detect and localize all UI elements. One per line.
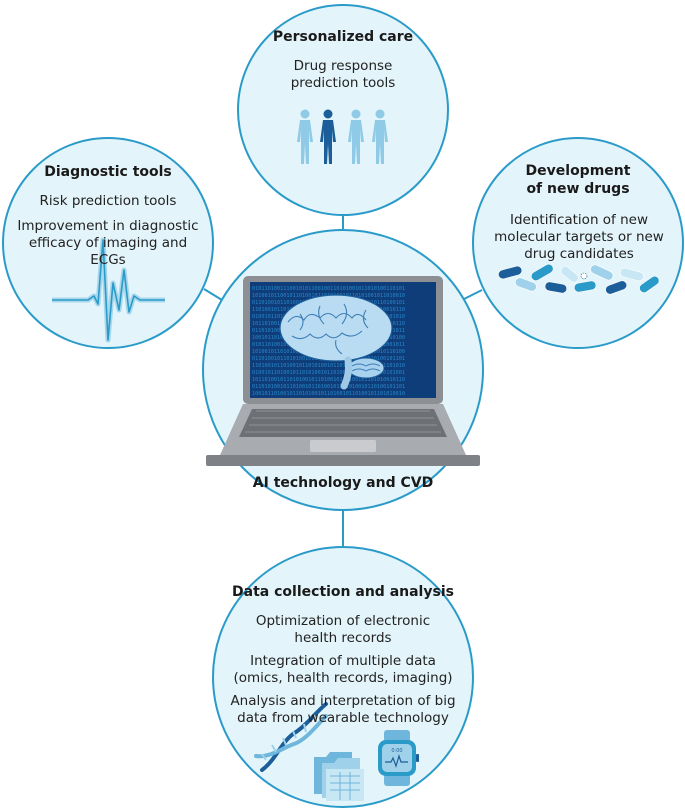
data-collection-item-1: Optimization of electronic health record… — [255, 613, 431, 646]
svg-text:110100101101001011010100101101: 1101001011010010110101001011010010110100… — [252, 363, 405, 369]
svg-text:100101101001011010100101101001: 1001011010010110101001011010010110100101… — [252, 391, 405, 397]
ecg-waveform-icon — [52, 237, 165, 343]
laptop-trackpad — [310, 440, 376, 452]
circle-personalized-care — [237, 4, 449, 216]
personalized-care-title: Personalized care — [272, 29, 414, 45]
svg-text:011010100101101001011010010110: 0110101001011010010110100101101010010110… — [252, 384, 405, 390]
personalized-care-item: Drug response prediction tools — [290, 58, 396, 91]
laptop-icon: 0101101001110010101100100110101001011010… — [206, 276, 480, 466]
connector-right — [461, 289, 483, 301]
laptop-front-edge — [206, 455, 480, 466]
human-figure-highlighted-icon — [320, 109, 336, 164]
svg-text:101101001011010100101101001011: 1011010010110101001011010010110100101101… — [252, 377, 405, 383]
diagnostic-tools-item-1: Risk prediction tools — [39, 193, 177, 209]
diagnostic-tools-item-2: Improvement in diagnostic efficacy of im… — [17, 218, 199, 268]
development-drugs-item: Identification of new molecular targets … — [494, 212, 664, 262]
human-figure-icon — [297, 109, 313, 164]
circle-diagnostic-tools — [2, 137, 214, 349]
data-collection-item-3: Analysis and interpretation of big data … — [230, 693, 456, 726]
dna-strand-icon — [254, 702, 328, 772]
data-collection-item-2: Integration of multiple data (omics, hea… — [233, 653, 453, 686]
data-collection-title: Data collection and analysis — [232, 584, 454, 600]
smartwatch-icon: 0:00 — [378, 730, 419, 786]
laptop-keyboard — [239, 409, 447, 437]
drug-capsules-icon — [498, 263, 660, 295]
diagnostic-tools-title: Diagnostic tools — [44, 164, 172, 180]
human-figure-icon — [348, 109, 364, 164]
svg-text:010110100111001010110010011010: 0101101001110010101100100110101001011010… — [252, 286, 405, 292]
watch-time: 0:00 — [391, 748, 402, 754]
brain-icon — [279, 294, 393, 390]
human-figures-icon — [297, 109, 388, 164]
health-records-folder-icon — [314, 752, 364, 801]
center-label: AI technology and CVD — [252, 475, 434, 491]
connector-left — [203, 288, 223, 301]
svg-text:010010110100101101010010110100: 0100101101001011010100101101001011010010… — [252, 370, 405, 376]
development-drugs-title: Development of new drugs — [525, 163, 631, 197]
human-figure-icon — [372, 109, 388, 164]
circle-development-drugs — [472, 137, 684, 349]
